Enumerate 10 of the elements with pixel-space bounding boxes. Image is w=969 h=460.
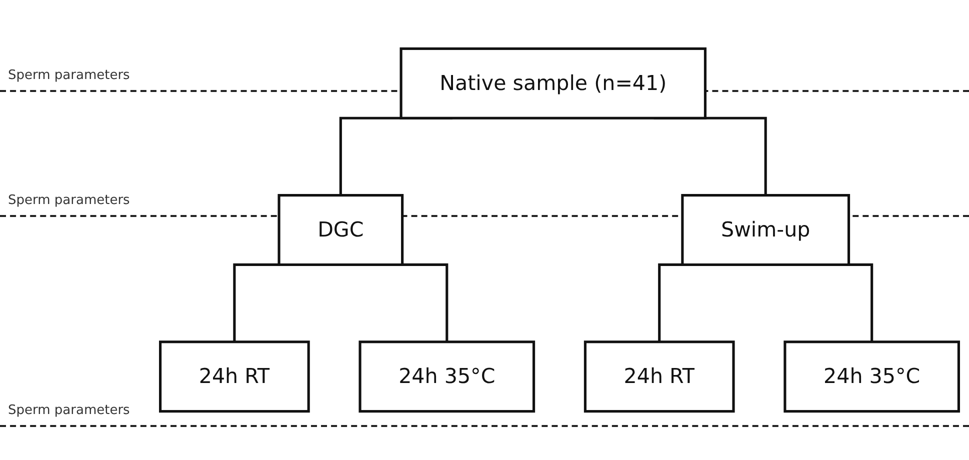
node-box: 24h 35°C <box>358 340 536 413</box>
node-box: 24h RT <box>584 340 735 413</box>
node-box: Swim-up <box>681 194 850 266</box>
node-box: Native sample (n=41) <box>400 47 706 120</box>
node-box: 24h RT <box>159 340 310 413</box>
stage-label: Sperm parameters <box>8 68 130 83</box>
node-box: 24h 35°C <box>784 340 960 413</box>
stage-label: Sperm parameters <box>8 403 130 418</box>
stage-label: Sperm parameters <box>8 193 130 208</box>
node-box: DGC <box>278 194 404 266</box>
